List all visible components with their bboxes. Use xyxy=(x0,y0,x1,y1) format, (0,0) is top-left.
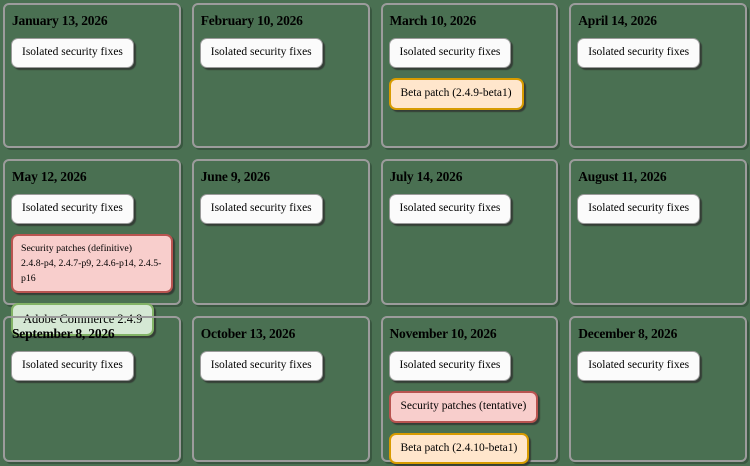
badge-isolated-security-fixes: Isolated security fixes xyxy=(577,38,701,68)
badge-isolated-security-fixes: Isolated security fixes xyxy=(199,38,323,68)
month-card-march: March 10, 2026 Isolated security fixes B… xyxy=(380,3,559,148)
badge-security-patches-definitive: Security patches (definitive) 2.4.8-p4, … xyxy=(11,233,173,294)
month-card-december: December 8, 2026 Isolated security fixes xyxy=(569,316,747,462)
badge-security-patches-tentative: Security patches (tentative) xyxy=(388,390,539,423)
month-title: January 13, 2026 xyxy=(12,13,108,28)
month-card-june: June 9, 2026 Isolated security fixes xyxy=(191,159,370,305)
badge-list: Isolated security fixes xyxy=(577,194,739,224)
month-card-september: September 8, 2026 Isolated security fixe… xyxy=(3,316,181,462)
badge-isolated-security-fixes: Isolated security fixes xyxy=(199,351,323,381)
badge-list: Isolated security fixes xyxy=(199,38,362,68)
badge-list: Isolated security fixes xyxy=(577,38,739,68)
badge-isolated-security-fixes: Isolated security fixes xyxy=(388,194,512,224)
month-card-october: October 13, 2026 Isolated security fixes xyxy=(191,316,370,462)
month-title: August 11, 2026 xyxy=(578,169,667,184)
badge-list: Isolated security fixes xyxy=(11,38,173,68)
month-title: April 14, 2026 xyxy=(578,13,657,28)
badge-list: Isolated security fixes xyxy=(388,194,551,224)
badge-line-title: Security patches (definitive) xyxy=(21,242,132,254)
badge-list: Isolated security fixes Security patches… xyxy=(11,194,173,337)
badge-beta-patch: Beta patch (2.4.9-beta1) xyxy=(388,77,524,110)
badge-list: Isolated security fixes xyxy=(577,351,739,381)
month-title: May 12, 2026 xyxy=(12,169,87,184)
badge-isolated-security-fixes: Isolated security fixes xyxy=(11,194,134,224)
month-card-may: May 12, 2026 Isolated security fixes Sec… xyxy=(3,159,181,337)
badge-isolated-security-fixes: Isolated security fixes xyxy=(388,38,512,68)
badge-isolated-security-fixes: Isolated security fixes xyxy=(199,194,323,224)
badge-list: Isolated security fixes Security patches… xyxy=(388,351,551,465)
month-title: June 9, 2026 xyxy=(200,169,270,184)
badge-line-versions: 2.4.8-p4, 2.4.7-p9, 2.4.6-p14, 2.4.5-p16 xyxy=(21,257,162,285)
badge-adobe-commerce-release: Adobe Commerce 2.4.9 xyxy=(11,303,155,337)
badge-isolated-security-fixes: Isolated security fixes xyxy=(11,351,134,381)
month-card-august: August 11, 2026 Isolated security fixes xyxy=(569,159,747,305)
month-card-november: November 10, 2026 Isolated security fixe… xyxy=(380,316,559,465)
badge-beta-patch: Beta patch (2.4.10-beta1) xyxy=(388,432,530,465)
month-card-july: July 14, 2026 Isolated security fixes xyxy=(380,159,559,305)
month-title: September 8, 2026 xyxy=(12,326,115,341)
badge-list: Isolated security fixes xyxy=(199,351,362,381)
month-card-february: February 10, 2026 Isolated security fixe… xyxy=(191,3,370,148)
badge-isolated-security-fixes: Isolated security fixes xyxy=(388,351,512,381)
month-title: November 10, 2026 xyxy=(389,326,497,341)
month-title: October 13, 2026 xyxy=(200,326,296,341)
badge-isolated-security-fixes: Isolated security fixes xyxy=(577,194,701,224)
badge-list: Isolated security fixes xyxy=(199,194,362,224)
month-card-january: January 13, 2026 Isolated security fixes xyxy=(3,3,181,148)
month-title: February 10, 2026 xyxy=(200,13,303,28)
month-title: December 8, 2026 xyxy=(578,326,678,341)
badge-list: Isolated security fixes xyxy=(11,351,173,381)
month-title: July 14, 2026 xyxy=(389,169,463,184)
badge-isolated-security-fixes: Isolated security fixes xyxy=(11,38,134,68)
badge-list: Isolated security fixes Beta patch (2.4.… xyxy=(388,38,551,110)
month-title: March 10, 2026 xyxy=(389,13,477,28)
month-card-april: April 14, 2026 Isolated security fixes xyxy=(569,3,747,148)
badge-isolated-security-fixes: Isolated security fixes xyxy=(577,351,701,381)
